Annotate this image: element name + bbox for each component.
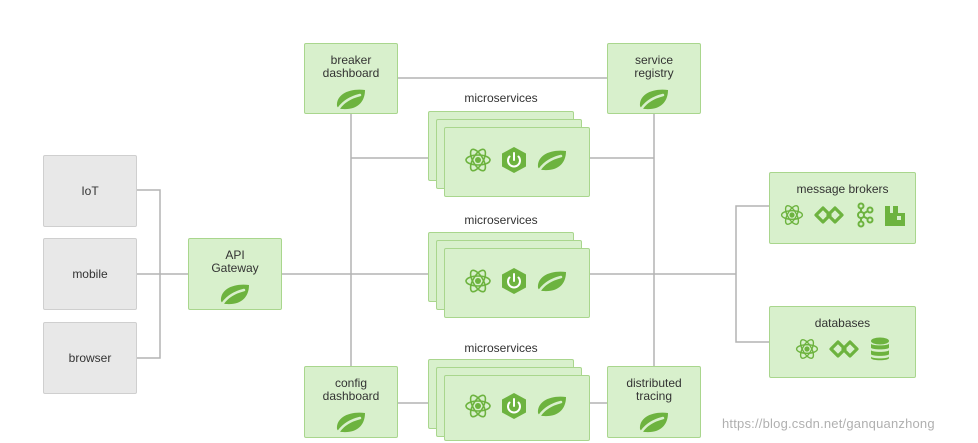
microservices-title: microservices: [464, 91, 538, 105]
power-hexagon-icon: [499, 145, 529, 180]
spring-leaf-icon: [535, 147, 569, 178]
databases-label: databases: [814, 316, 871, 330]
spring-leaf-icon: [535, 268, 569, 299]
distributed-tracing-label: distributed tracing: [626, 376, 682, 403]
config-dashboard-box: config dashboard: [304, 366, 398, 438]
spring-leaf-icon: [334, 409, 368, 438]
microservices-title: microservices: [464, 341, 538, 355]
spring-leaf-icon: [535, 393, 569, 424]
service-registry-label: service registry: [634, 53, 674, 80]
breaker-dashboard-box: breaker dashboard: [304, 43, 398, 114]
atom-icon: [463, 145, 493, 180]
spring-leaf-icon: [637, 86, 671, 115]
client-mobile-label: mobile: [72, 267, 108, 281]
breaker-dashboard-label: breaker dashboard: [322, 53, 380, 80]
microservices-title: microservices: [464, 213, 538, 227]
spring-leaf-icon: [637, 409, 671, 438]
client-iot: IoT: [43, 155, 137, 227]
config-dashboard-label: config dashboard: [322, 376, 380, 403]
database-cylinder-icon: [868, 336, 892, 365]
message-brokers-icons: [779, 202, 907, 231]
power-hexagon-icon: [499, 266, 529, 301]
backing-services-bracket-line: [735, 205, 769, 343]
kafka-nodes-icon: [853, 202, 875, 231]
microservice-card-front: [444, 375, 590, 441]
databases-icons: [794, 336, 892, 365]
service-registry-box: service registry: [607, 43, 701, 114]
chain-link-icon: [828, 336, 860, 365]
atom-icon: [794, 336, 820, 365]
client-browser-label: browser: [68, 351, 112, 365]
client-mobile: mobile: [43, 238, 137, 310]
databases-box: databases: [769, 306, 916, 378]
power-hexagon-icon: [499, 391, 529, 426]
distributed-tracing-box: distributed tracing: [607, 366, 701, 438]
api-gateway-label: API Gateway: [211, 248, 259, 275]
spring-leaf-icon: [218, 281, 252, 310]
client-iot-label: IoT: [81, 184, 99, 198]
microservice-card-front: [444, 248, 590, 318]
atom-icon: [463, 266, 493, 301]
atom-icon: [779, 202, 805, 231]
rabbitmq-icon: [883, 202, 907, 231]
spring-leaf-icon: [334, 86, 368, 115]
api-gateway-box: API Gateway: [188, 238, 282, 310]
watermark-text: https://blog.csdn.net/ganquanzhong: [722, 416, 935, 431]
message-brokers-label: message brokers: [796, 182, 889, 196]
microservice-card-front: [444, 127, 590, 197]
chain-link-icon: [813, 202, 845, 231]
atom-icon: [463, 391, 493, 426]
client-browser: browser: [43, 322, 137, 394]
message-brokers-box: message brokers: [769, 172, 916, 244]
